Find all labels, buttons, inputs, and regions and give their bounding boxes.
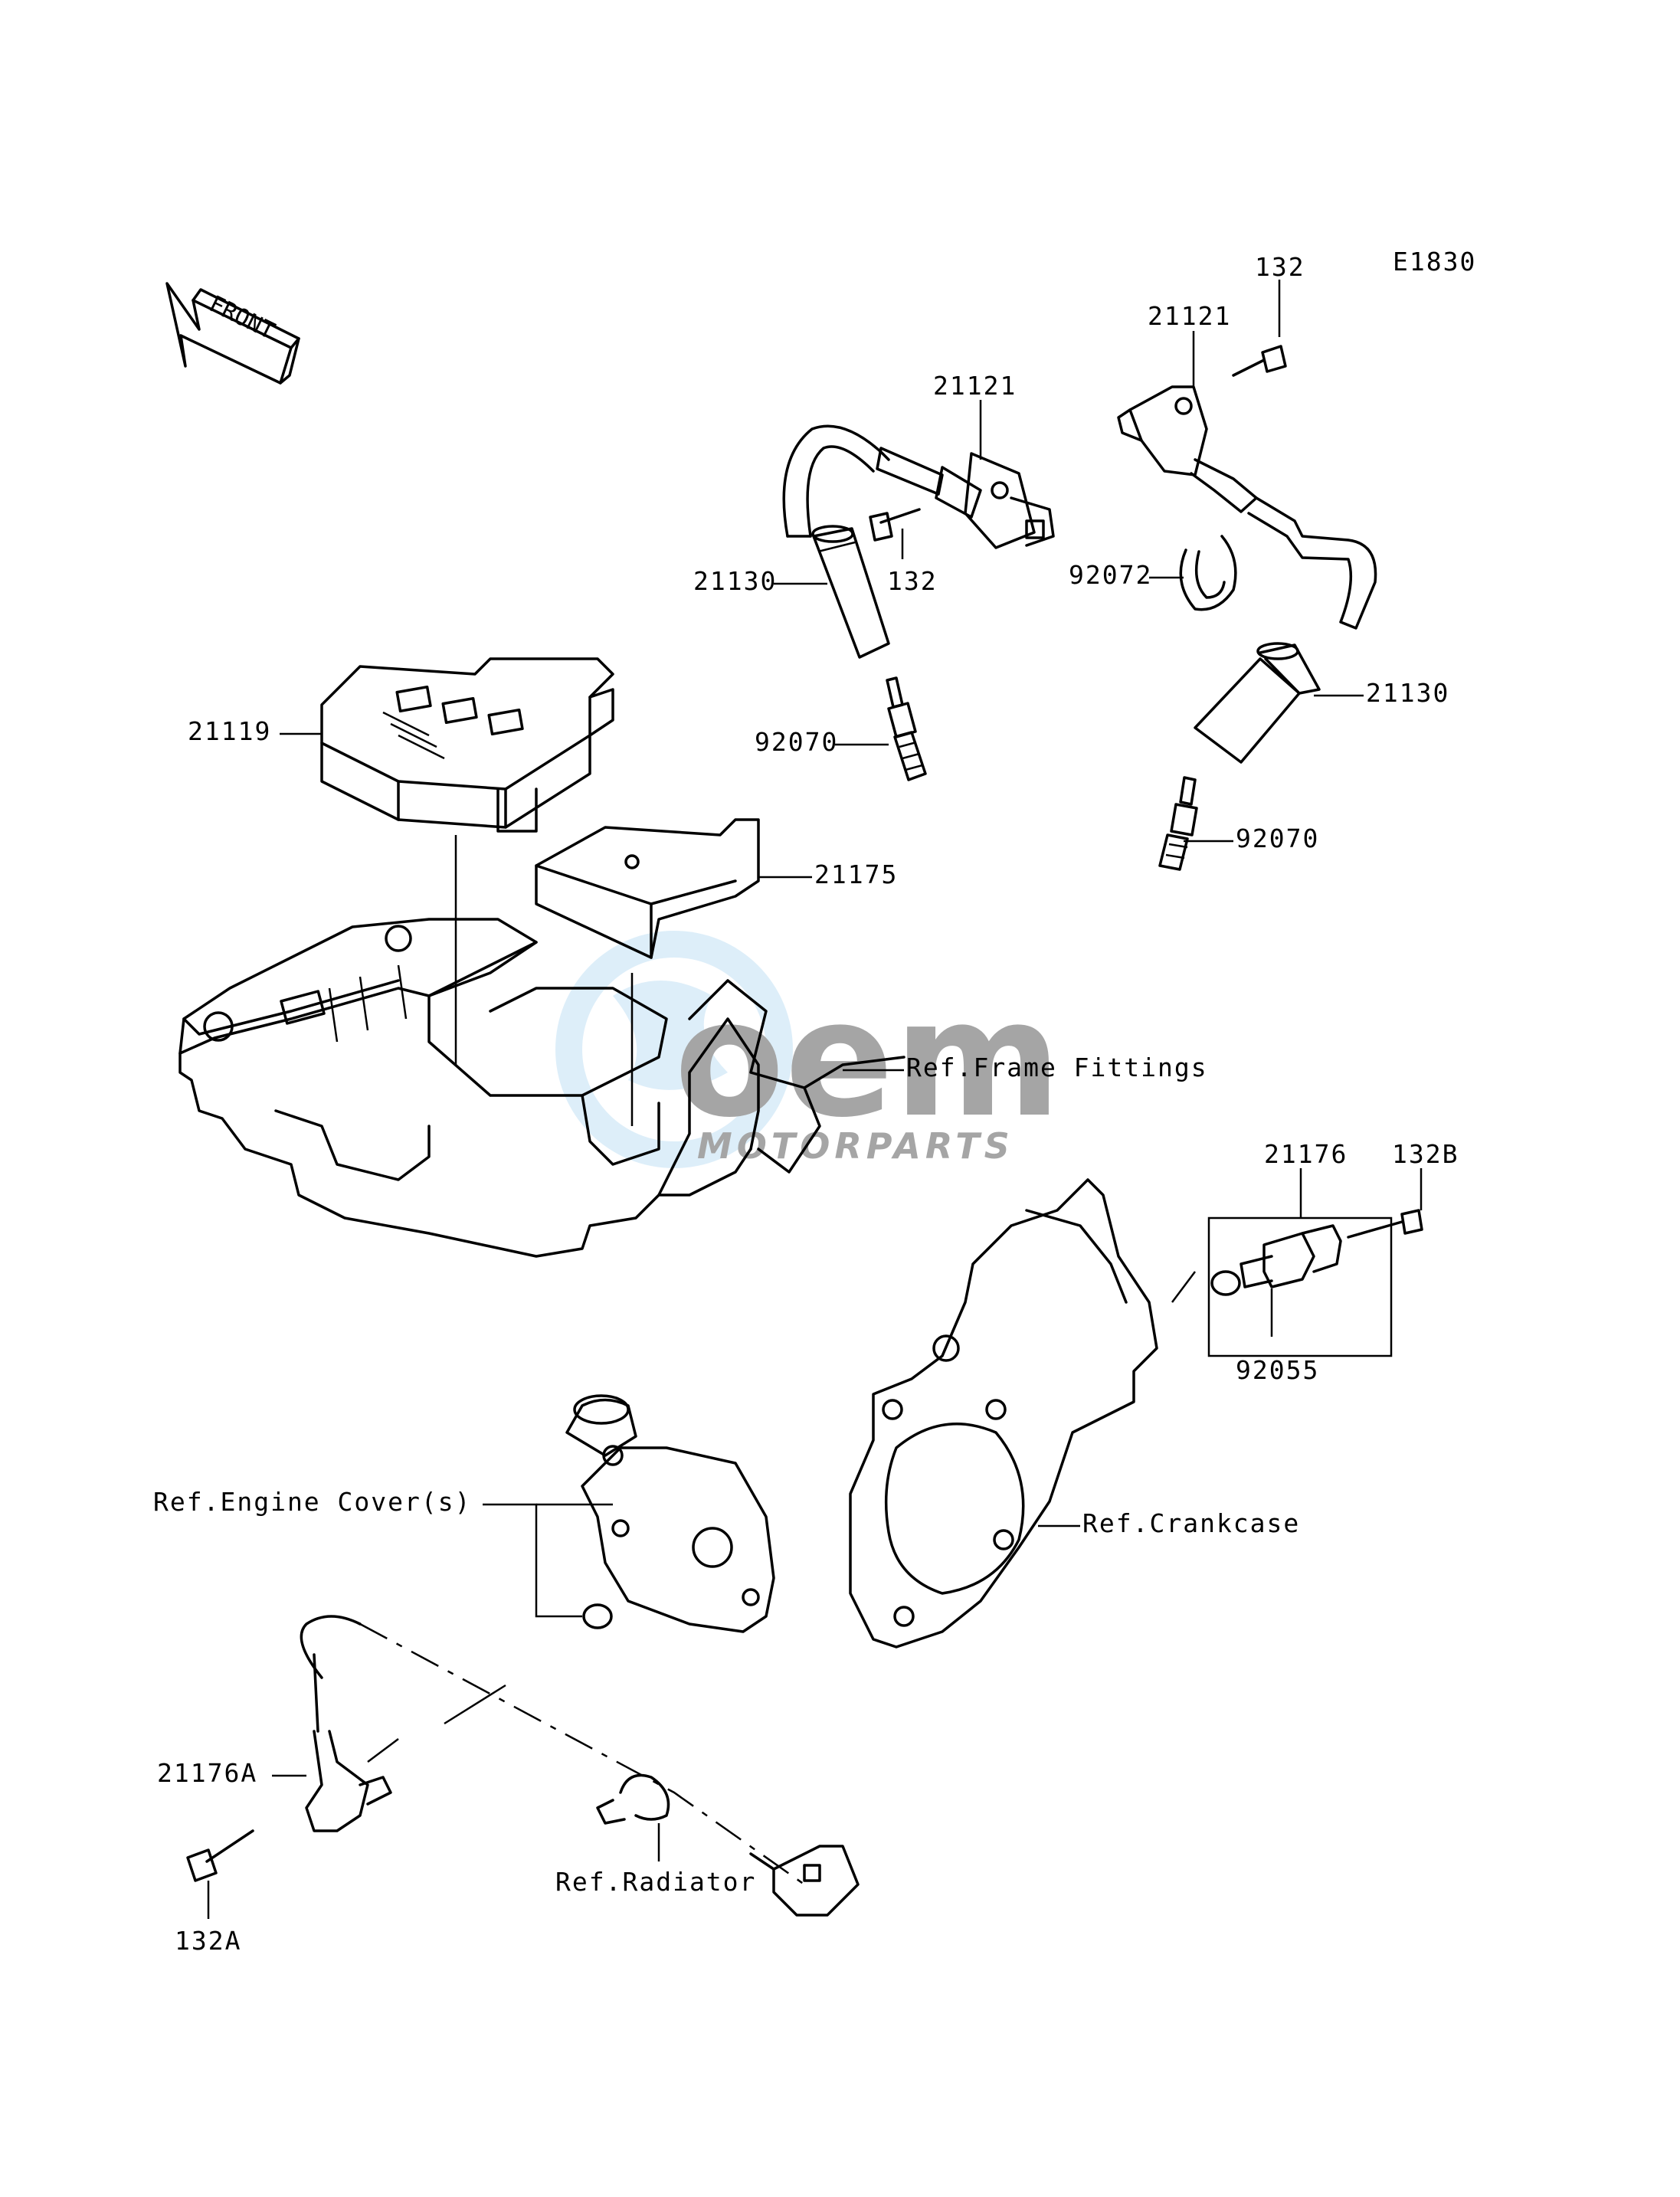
crank-sensor (1240, 1224, 1342, 1288)
engine-cover-outline (565, 1394, 775, 1633)
speed-sensor-a (300, 1615, 392, 1832)
o-ring-cover (582, 1603, 613, 1629)
bolt-left (869, 508, 921, 542)
label-21121-left: 21121 (933, 371, 1017, 401)
ignition-coil-left (782, 424, 1055, 549)
ref-frame-fittings: Ref.Frame Fittings (906, 1053, 1208, 1082)
ecu-mount-tray (178, 918, 760, 1258)
connector-plug (749, 1845, 860, 1917)
spark-plug-left (886, 676, 927, 781)
front-arrow-icon: FRONT (165, 282, 300, 385)
front-arrow-label: FRONT (205, 290, 280, 345)
bolt-right (1232, 345, 1287, 377)
bolt-132b (1347, 1209, 1423, 1239)
o-ring-sensor (1210, 1270, 1241, 1296)
label-21119: 21119 (188, 716, 271, 746)
frame-fitting-bracket (688, 979, 905, 1174)
spark-plug-right (1158, 776, 1198, 871)
ignition-coil-right (1117, 385, 1377, 630)
wire-clamp (1179, 535, 1237, 611)
label-21176a: 21176A (157, 1758, 257, 1788)
label-21175: 21175 (814, 859, 898, 889)
watermark: oem MOTORPARTS (555, 931, 1062, 1168)
crankcase-outline (849, 1178, 1158, 1649)
label-92070-left: 92070 (755, 727, 838, 757)
plug-cap-left (811, 525, 890, 659)
label-92055: 92055 (1236, 1355, 1319, 1385)
radiator-clip (596, 1773, 670, 1825)
label-92070-right: 92070 (1236, 823, 1319, 853)
ref-engine-cover: Ref.Engine Cover(s) (153, 1487, 472, 1517)
plug-cap-right (1194, 642, 1321, 764)
igniter-unit (535, 818, 760, 959)
watermark-logo: oem (674, 965, 1062, 1153)
watermark-sub: MOTORPARTS (697, 1125, 1014, 1167)
label-21130-left: 21130 (693, 566, 777, 596)
diagram-code: E1830 (1393, 247, 1476, 277)
ecu-unit (320, 657, 614, 833)
ref-radiator: Ref.Radiator (555, 1867, 756, 1897)
label-132b: 132B (1392, 1139, 1459, 1169)
ref-crankcase: Ref.Crankcase (1082, 1508, 1300, 1538)
sensor-group-box (1207, 1216, 1393, 1357)
bolt-132a (186, 1829, 254, 1882)
label-132-right: 132 (1255, 252, 1305, 282)
label-92072: 92072 (1069, 560, 1152, 590)
label-21176: 21176 (1264, 1139, 1348, 1169)
label-132a: 132A (175, 1926, 241, 1956)
label-21121-right: 21121 (1148, 301, 1231, 331)
label-132-left: 132 (887, 566, 938, 596)
label-21130-right: 21130 (1366, 678, 1449, 708)
